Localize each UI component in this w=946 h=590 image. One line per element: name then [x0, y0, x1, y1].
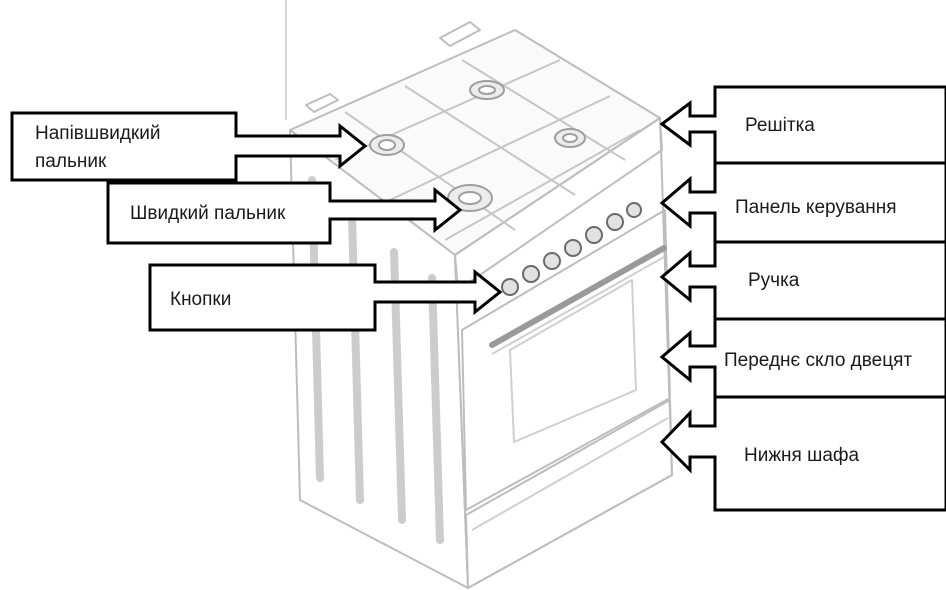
label-rapid-burner: Швидкий пальник	[130, 203, 286, 224]
knob-icon	[522, 265, 540, 283]
label-grate: Решітка	[745, 115, 815, 136]
knob-icon	[543, 252, 561, 270]
oven-handle-rail	[489, 245, 667, 348]
callouts	[10, 85, 946, 512]
control-panel-strip	[454, 117, 663, 291]
callout-box-rapid	[106, 181, 463, 245]
label-handle: Ручка	[748, 270, 800, 291]
oven-door	[461, 209, 671, 511]
knob-icon	[501, 278, 519, 296]
callout-arrow-bottom-cabinet	[659, 395, 946, 512]
knob-icon	[585, 226, 603, 244]
oven-door-glass	[509, 279, 637, 443]
label-semi-rapid-burner-line1: Напівшвидкий	[35, 123, 161, 144]
knob-icon	[606, 213, 624, 231]
label-bottom-cabinet: Нижня шафа	[744, 445, 860, 466]
label-knobs: Кнопки	[170, 289, 232, 310]
label-front-door-glass: Переднє скло двецят	[724, 350, 913, 371]
callout-box-semi-rapid	[10, 111, 368, 182]
knob-icon	[626, 202, 642, 218]
bottom-drawer	[465, 399, 673, 589]
stove-body	[289, 21, 673, 589]
knob-icon	[564, 239, 582, 257]
label-semi-rapid-burner-line2: пальник	[35, 151, 107, 172]
callout-box-knobs	[148, 263, 503, 332]
label-control-panel: Панель керування	[735, 197, 897, 218]
control-knobs	[501, 202, 642, 296]
burners	[369, 80, 586, 212]
callout-arrow-handle	[659, 240, 946, 321]
